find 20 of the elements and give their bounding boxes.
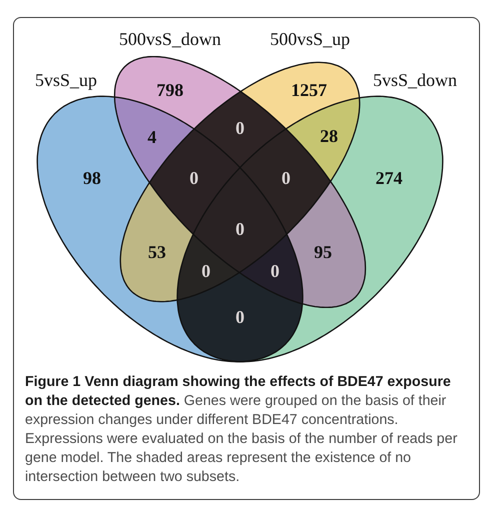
figure-caption: Figure 1 Venn diagram showing the effects of BDE47 exposure on the detected genes. Genes were grouped on the basis of their expression changes under different BDE47 concentrations. Expressions were evaluated on the basis of the number of reads per gene model. The shaded areas represent the existence of no intersection between two subsets. — [25, 373, 458, 487]
count-label: 1257 — [291, 81, 327, 99]
count-label: 0 — [202, 262, 210, 280]
count-label: 798 — [156, 81, 184, 99]
count-label: 0 — [190, 169, 198, 187]
count-label: 0 — [236, 220, 244, 238]
set-label: 5vsS_up — [35, 71, 97, 89]
count-label: 0 — [236, 119, 244, 137]
count-label: 95 — [314, 243, 332, 261]
set-label: 500vsS_down — [119, 30, 221, 48]
count-label: 0 — [270, 262, 280, 280]
count-label: 0 — [236, 308, 244, 326]
count-label: 0 — [282, 169, 290, 187]
set-label: 500vsS_up — [270, 30, 350, 48]
count-label: 4 — [148, 128, 156, 146]
count-label: 98 — [83, 169, 101, 187]
count-label: 28 — [320, 127, 338, 145]
set-label: 5vsS_down — [373, 71, 457, 89]
count-label: 53 — [148, 243, 166, 261]
count-label: 274 — [376, 169, 402, 187]
